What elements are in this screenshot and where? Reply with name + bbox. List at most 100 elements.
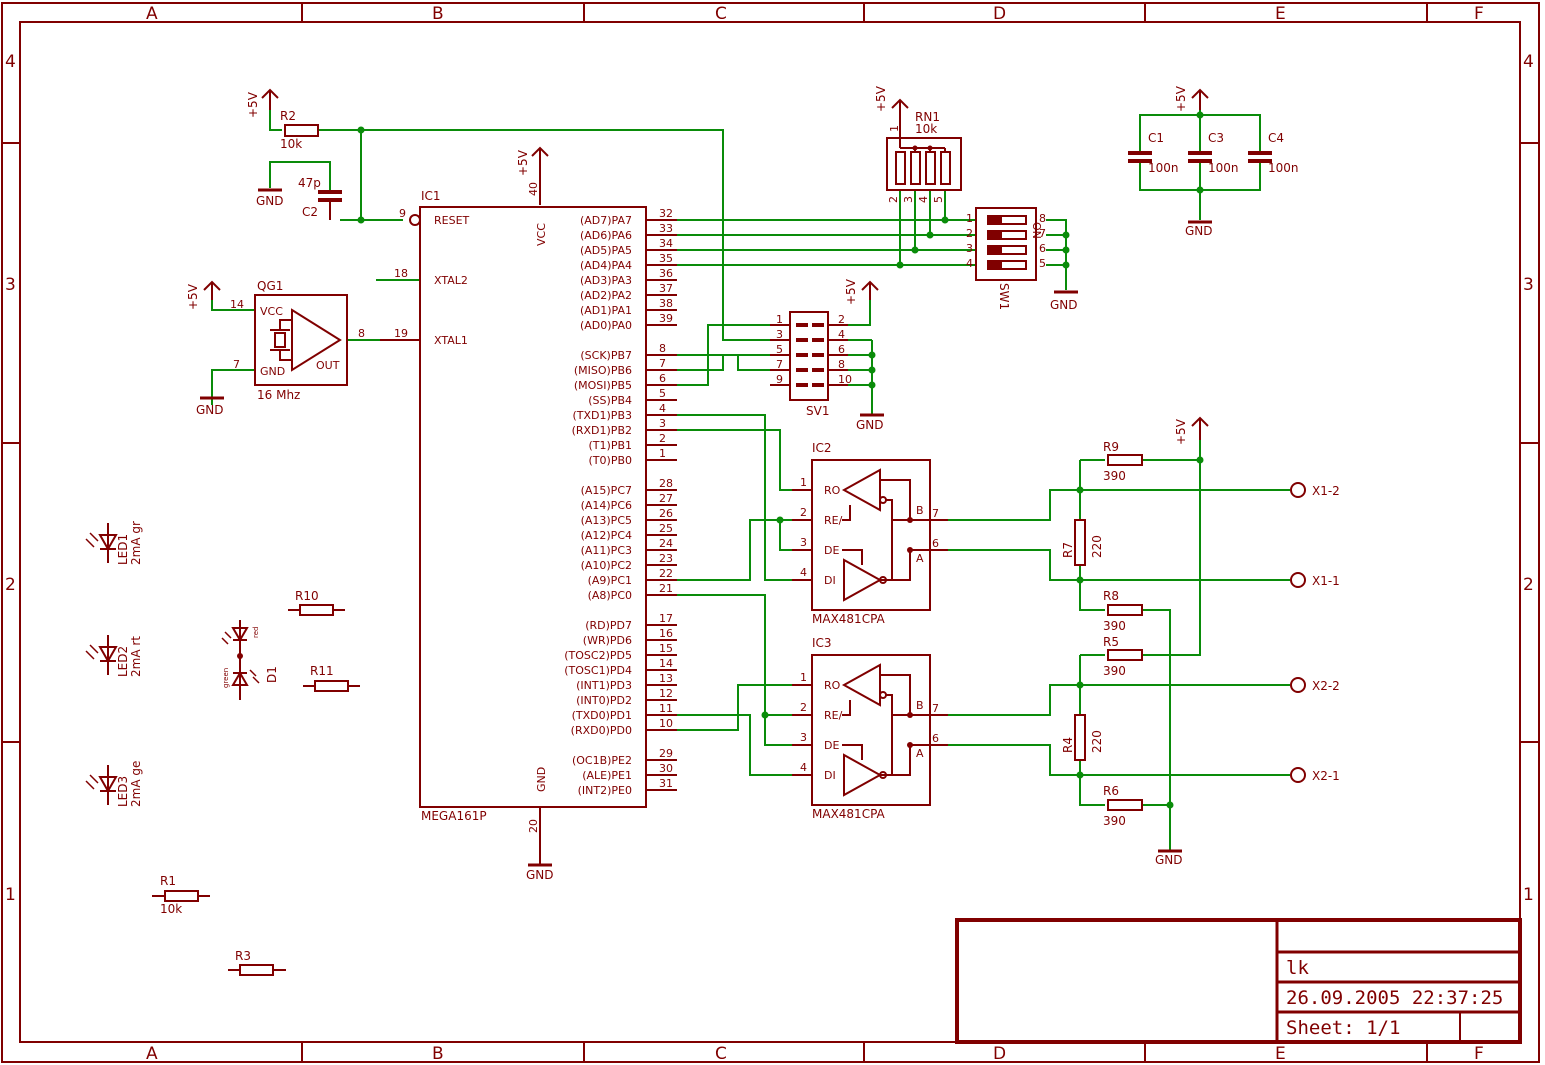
svg-text:390: 390 — [1103, 664, 1126, 678]
svg-text:RN1: RN1 — [915, 110, 940, 124]
gnd-symbol-sw1: GND — [1050, 290, 1078, 312]
svg-text:R2: R2 — [280, 109, 296, 123]
svg-text:7: 7 — [932, 507, 939, 520]
connector-x1-1: X1-1 — [1290, 572, 1340, 588]
svg-text:29: 29 — [659, 747, 673, 760]
svg-text:8: 8 — [1039, 212, 1046, 225]
svg-text:E: E — [1275, 4, 1286, 24]
wires — [211, 100, 1290, 850]
svg-text:R4: R4 — [1061, 737, 1075, 753]
svg-text:18: 18 — [394, 267, 408, 280]
connector-x1-2: X1-2 — [1290, 482, 1340, 498]
svg-text:+5V: +5V — [1174, 418, 1188, 445]
svg-text:GND: GND — [535, 767, 548, 792]
svg-text:+5V: +5V — [874, 85, 888, 112]
svg-text:4: 4 — [659, 402, 666, 415]
resistor-r3: R3 — [228, 949, 286, 976]
svg-text:green: green — [222, 668, 230, 688]
svg-text:X2-2: X2-2 — [1312, 679, 1340, 693]
svg-text:2: 2 — [800, 506, 807, 519]
svg-text:B: B — [432, 1044, 444, 1064]
svg-text:3: 3 — [902, 196, 915, 203]
svg-text:47p: 47p — [298, 176, 321, 190]
svg-text:RE/: RE/ — [824, 709, 843, 722]
svg-text:(TXD1)PB3: (TXD1)PB3 — [573, 409, 633, 422]
gnd-symbol-sv1: GND — [856, 413, 884, 432]
svg-text:390: 390 — [1103, 814, 1126, 828]
power-symbols: +5V +5V +5V +5V +5V +5V +5V GND — [186, 85, 1213, 882]
vcc-symbol-rs485: +5V — [1174, 416, 1209, 445]
svg-text:OUT: OUT — [316, 359, 340, 372]
svg-text:C: C — [715, 1044, 727, 1064]
svg-text:39: 39 — [659, 312, 673, 325]
svg-text:+5V: +5V — [516, 149, 530, 176]
svg-text:1: 1 — [659, 447, 666, 460]
svg-text:GND: GND — [1050, 298, 1078, 312]
date-time-text: 26.09.2005 22:37:25 — [1286, 987, 1503, 1009]
svg-text:3: 3 — [800, 536, 807, 549]
svg-text:(OC1B)PE2: (OC1B)PE2 — [572, 754, 632, 767]
svg-text:DI: DI — [824, 769, 836, 782]
svg-text:23: 23 — [659, 552, 673, 565]
svg-text:2: 2 — [5, 575, 16, 595]
resistor-r1: R1 10k — [152, 874, 210, 916]
vcc-symbol-rn1: +5V — [874, 85, 909, 140]
svg-text:1: 1 — [5, 885, 16, 905]
svg-text:4: 4 — [800, 566, 807, 579]
svg-text:3: 3 — [659, 417, 666, 430]
svg-text:2mA gr: 2mA gr — [129, 521, 143, 565]
svg-text:10: 10 — [659, 717, 673, 730]
capacitor-c3: C3 100n — [1188, 131, 1239, 175]
svg-text:RE/: RE/ — [824, 514, 843, 527]
sheet-number-text: Sheet: 1/1 — [1286, 1017, 1400, 1039]
svg-text:VCC: VCC — [260, 305, 283, 318]
svg-text:A: A — [916, 747, 924, 760]
svg-text:A: A — [146, 1044, 158, 1064]
svg-text:13: 13 — [659, 672, 673, 685]
svg-text:B: B — [432, 4, 444, 24]
svg-text:8: 8 — [838, 358, 845, 371]
svg-text:(SCK)PB7: (SCK)PB7 — [580, 349, 632, 362]
svg-text:(A11)PC3: (A11)PC3 — [581, 544, 632, 557]
svg-text:2: 2 — [887, 196, 900, 203]
resistor-r11: R11 — [303, 664, 360, 692]
svg-text:5: 5 — [932, 196, 945, 203]
svg-text:A: A — [916, 552, 924, 565]
svg-text:X1-1: X1-1 — [1312, 574, 1340, 588]
svg-text:37: 37 — [659, 282, 673, 295]
svg-text:17: 17 — [659, 612, 673, 625]
svg-text:1: 1 — [1523, 885, 1534, 905]
svg-text:X2-1: X2-1 — [1312, 769, 1340, 783]
svg-text:34: 34 — [659, 237, 673, 250]
svg-text:14: 14 — [659, 657, 673, 670]
svg-text:(A12)PC4: (A12)PC4 — [581, 529, 632, 542]
svg-text:(TOSC1)PD4: (TOSC1)PD4 — [564, 664, 632, 677]
svg-text:16: 16 — [659, 627, 673, 640]
svg-text:F: F — [1474, 4, 1484, 24]
svg-text:R7: R7 — [1061, 542, 1075, 558]
dual-led-d1: red green D1 — [221, 620, 279, 700]
svg-text:VCC: VCC — [535, 223, 548, 246]
svg-text:10k: 10k — [280, 137, 302, 151]
svg-text:6: 6 — [659, 372, 666, 385]
svg-text:11: 11 — [659, 702, 673, 715]
svg-text:14: 14 — [230, 298, 244, 311]
svg-text:33: 33 — [659, 222, 673, 235]
svg-text:4: 4 — [5, 52, 16, 72]
svg-text:SW1: SW1 — [997, 283, 1011, 310]
vcc-symbol-ic1: +5V — [516, 146, 549, 205]
svg-text:GND: GND — [196, 403, 224, 417]
svg-text:30: 30 — [659, 762, 673, 775]
svg-text:12: 12 — [659, 687, 673, 700]
svg-text:20: 20 — [527, 819, 540, 833]
resistor-r7: R7 220 — [1061, 519, 1104, 566]
svg-text:27: 27 — [659, 492, 673, 505]
svg-text:QG1: QG1 — [257, 279, 283, 293]
svg-text:4: 4 — [1523, 52, 1534, 72]
svg-text:220: 220 — [1090, 535, 1104, 558]
